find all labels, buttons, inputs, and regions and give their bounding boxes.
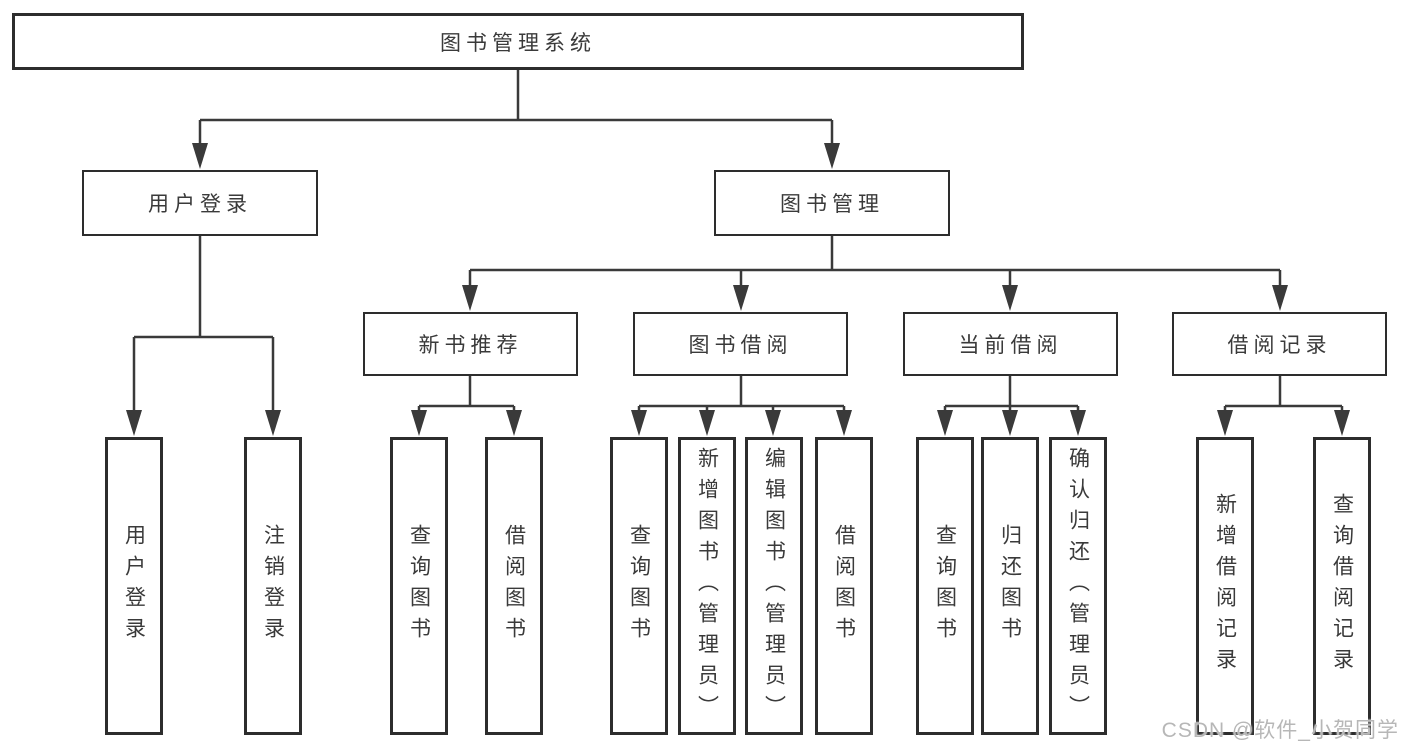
arrowhead-icon — [192, 143, 208, 169]
arrowhead-icon — [411, 410, 427, 436]
leaf-search-books-current-label: 查询图书 — [933, 524, 957, 648]
connector-user-login-to-leaves — [132, 236, 275, 412]
leaf-borrow-books-recommend: 借阅图书 — [485, 437, 543, 735]
leaf-search-borrow-record-label: 查询借阅记录 — [1330, 493, 1354, 679]
leaf-return-books-label: 归还图书 — [998, 524, 1022, 648]
leaf-borrow-books-recommend-label: 借阅图书 — [502, 524, 526, 648]
connector-borrow-records — [1223, 376, 1344, 413]
arrowhead-icon — [1334, 410, 1350, 436]
connector-book-management-to-level3 — [468, 236, 1282, 287]
node-current-borrowing-label: 当前借阅 — [958, 334, 1063, 357]
node-user-login: 用户登录 — [82, 170, 318, 236]
leaf-edit-books-admin-label: 编辑图书（管理员） — [762, 446, 786, 726]
node-new-book-recommend-label: 新书推荐 — [418, 334, 523, 357]
node-book-management: 图书管理 — [714, 170, 950, 236]
connector-book-borrowing — [637, 376, 846, 413]
arrowhead-icon — [1217, 410, 1233, 436]
node-book-borrowing: 图书借阅 — [633, 312, 848, 376]
leaf-confirm-return-admin-label: 确认归还（管理员） — [1066, 446, 1090, 726]
arrowhead-icon — [937, 410, 953, 436]
node-user-login-label: 用户登录 — [148, 193, 252, 216]
csdn-watermark: CSDN @软件_小贺同学 — [1161, 719, 1399, 742]
leaf-search-books-recommend: 查询图书 — [390, 437, 448, 735]
arrowhead-icon — [1272, 285, 1288, 311]
arrowhead-icon — [1002, 285, 1018, 311]
leaf-return-books: 归还图书 — [981, 437, 1039, 735]
leaf-confirm-return-admin: 确认归还（管理员） — [1049, 437, 1107, 735]
connector-new-book-recommend — [417, 376, 516, 413]
leaf-add-borrow-record: 新增借阅记录 — [1196, 437, 1254, 735]
node-book-management-label: 图书管理 — [780, 193, 884, 216]
connector-current-borrowing — [943, 376, 1080, 413]
leaf-add-books-admin: 新增图书（管理员） — [678, 437, 736, 735]
arrowhead-icon — [733, 285, 749, 311]
arrowhead-icon — [1070, 410, 1086, 436]
arrowhead-icons — [126, 143, 1350, 436]
leaf-borrow-books-borrowing: 借阅图书 — [815, 437, 873, 735]
leaf-edit-books-admin: 编辑图书（管理员） — [745, 437, 803, 735]
leaf-logout: 注销登录 — [244, 437, 302, 735]
arrowhead-icon — [699, 410, 715, 436]
node-current-borrowing: 当前借阅 — [903, 312, 1118, 376]
node-borrow-records: 借阅记录 — [1172, 312, 1387, 376]
arrowhead-icon — [836, 410, 852, 436]
leaf-add-borrow-record-label: 新增借阅记录 — [1213, 493, 1237, 679]
arrowhead-icon — [506, 410, 522, 436]
arrowhead-icon — [631, 410, 647, 436]
leaf-user-login: 用户登录 — [105, 437, 163, 735]
leaf-borrow-books-borrowing-label: 借阅图书 — [832, 524, 856, 648]
arrowhead-icon — [462, 285, 478, 311]
arrowhead-icon — [1002, 410, 1018, 436]
leaf-search-books-recommend-label: 查询图书 — [407, 524, 431, 648]
connector-root-to-level2 — [198, 70, 834, 146]
leaf-user-login-label: 用户登录 — [122, 524, 146, 648]
leaf-search-books-current: 查询图书 — [916, 437, 974, 735]
node-borrow-records-label: 借阅记录 — [1227, 334, 1332, 357]
node-library-system: 图书管理系统 — [12, 13, 1024, 70]
arrowhead-icon — [824, 143, 840, 169]
leaf-search-books-borrowing: 查询图书 — [610, 437, 668, 735]
node-library-system-label: 图书管理系统 — [440, 31, 596, 55]
arrowhead-icon — [765, 410, 781, 436]
node-book-borrowing-label: 图书借阅 — [688, 334, 793, 357]
leaf-search-borrow-record: 查询借阅记录 — [1313, 437, 1371, 735]
leaf-search-books-borrowing-label: 查询图书 — [627, 524, 651, 648]
leaf-logout-label: 注销登录 — [261, 524, 285, 648]
arrowhead-icon — [265, 410, 281, 436]
arrowhead-icon — [126, 410, 142, 436]
node-new-book-recommend: 新书推荐 — [363, 312, 578, 376]
leaf-add-books-admin-label: 新增图书（管理员） — [695, 446, 719, 726]
